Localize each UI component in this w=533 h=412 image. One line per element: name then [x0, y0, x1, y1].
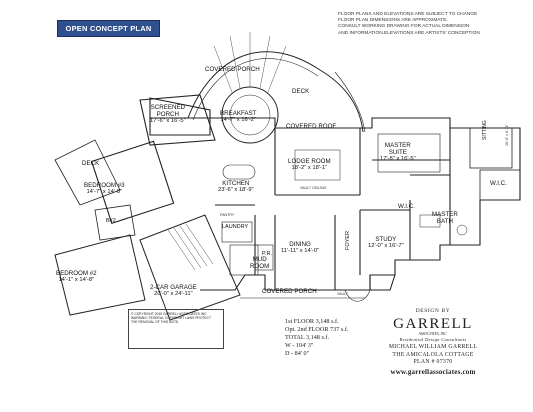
- master-suite-label: MASTER SUITE 17'-8" x 16'-5": [380, 142, 416, 163]
- vault-small-label: VAULT: [337, 292, 349, 296]
- bedroom2-name: BEDROOM #2: [56, 270, 97, 277]
- breakfast-name: BREAKFAST: [220, 110, 257, 117]
- kitchen-label: KITCHEN 23'-6" x 18'-9": [218, 180, 254, 194]
- kitchen-name: KITCHEN: [222, 180, 250, 187]
- sitting-name: SITTING: [482, 120, 488, 140]
- dining-label: DINING 11'-11" x 14'-0": [281, 241, 319, 255]
- deck-left-label: DECK: [82, 160, 100, 167]
- website-link[interactable]: www.garrellassociates.com: [390, 368, 476, 377]
- breakfast-label: BREAKFAST 14'-7" x 16'-2": [220, 110, 256, 124]
- mud-room-label: MUD ROOM: [250, 256, 269, 270]
- bedroom3-label: BEDROOM #3 14'-7" x 14'-8": [84, 182, 125, 196]
- covered-roof-label: COVERED ROOF: [286, 123, 337, 130]
- screened-porch-label: SCREENED PORCH 17'-6" x 16'-5": [150, 104, 186, 125]
- open-concept-label: OPEN CONCEPT PLAN: [65, 24, 152, 33]
- kitchen-dim: 23'-6" x 18'-9": [218, 187, 254, 193]
- sitting-label: SITTING: [482, 120, 489, 140]
- copyright-line: © COPYRIGHT 2019 GARRELL ASSOCIATES INC: [131, 312, 207, 316]
- mud-room-name: MUD: [252, 256, 267, 263]
- mud-room-name2: ROOM: [250, 263, 270, 270]
- disclaimer-line: FLOOR PLANS AND ELEVATIONS ARE SUBJECT T…: [338, 12, 478, 17]
- vault-ceiling-label: VAULT CEILING: [300, 186, 327, 190]
- garage-dim: 20'-0" x 24'-11": [154, 291, 193, 297]
- garage-label: 2-CAR GARAGE 20'-0" x 24'-11": [150, 284, 197, 298]
- logo-subtitle: ASSOCIATES, INC.: [418, 332, 448, 336]
- powder-room-label: P.R.: [262, 251, 272, 257]
- screened-porch-name: SCREENED: [150, 104, 186, 111]
- open-concept-badge: OPEN CONCEPT PLAN: [57, 20, 160, 37]
- master-bath-label: MASTER BATH: [432, 211, 458, 225]
- bedroom3-dim: 14'-7" x 14'-8": [86, 189, 123, 195]
- covered-porch-top-label: COVERED PORCH: [205, 66, 260, 73]
- copyright-line: THE REMOVAL OF THIS NOTE.: [131, 320, 180, 325]
- master-suite-dim: 17'-8" x 16'-5": [380, 156, 416, 162]
- plan-name: THE AMICALOLA COTTAGE: [392, 351, 474, 358]
- study-dim: 12'-0" x 16'-7": [368, 243, 404, 249]
- disclaimer-line: CONSULT WORKING DRAWING FOR ACTUAL DIMEN…: [338, 24, 470, 30]
- master-suite-name2: SUITE: [388, 149, 407, 156]
- residential-tagline: Residential Design Consultants: [399, 337, 467, 342]
- design-by-label: DESIGN BY: [415, 308, 451, 314]
- disclaimer-line: FLOOR PLAN DIMENSIONS ARE APPROXIMATE.: [338, 18, 448, 24]
- first-floor-sf: 1st FLOOR 3,148 s.f.: [285, 318, 339, 325]
- lodge-room-label: LODGE ROOM 18'-2" x 18'-1": [288, 158, 331, 172]
- bath2-label: B#2: [106, 218, 116, 224]
- pantry-label: PANTRY: [220, 213, 235, 217]
- study-label: STUDY 12'-0" x 16'-7": [368, 236, 404, 250]
- dining-dim: 11'-11" x 14'-0": [281, 248, 320, 254]
- opt-second-floor-sf: Opt. 2nd FLOOR 737 s.f.: [285, 325, 349, 333]
- wic-right-label: W.I.C.: [490, 180, 507, 187]
- width-dim: W - 104' 3": [285, 341, 314, 349]
- disclaimer-block: FLOOR PLANS AND ELEVATIONS ARE SUBJECT T…: [338, 12, 528, 37]
- deck-right-label: DECK: [292, 88, 310, 95]
- disclaimer-line: AND INFORMATION.ELEVATIONS ARE ARTISTS' …: [338, 30, 480, 36]
- dining-name: DINING: [289, 241, 311, 248]
- foyer-label: FOYER: [345, 231, 351, 250]
- garage-name: 2-CAR GARAGE: [150, 284, 197, 291]
- lodge-room-name: LODGE ROOM: [288, 158, 331, 165]
- wic-mid-label: W.I.C.: [398, 203, 415, 210]
- lodge-room-dim: 18'-2" x 18'-1": [291, 165, 328, 171]
- study-name: STUDY: [375, 236, 397, 243]
- designer-name: MICHAEL WILLIAM GARRELL: [388, 343, 478, 350]
- designer-block: DESIGN BY GARRELL ASSOCIATES, INC. Resid…: [358, 308, 508, 376]
- garrell-logo: GARRELL: [393, 316, 473, 332]
- plan-number: PLAN # 07370: [413, 359, 453, 366]
- master-suite-name: MASTER: [384, 142, 411, 149]
- covered-porch-bottom-label: COVERED PORCH: [262, 288, 317, 295]
- copyright-notice: © COPYRIGHT 2019 GARRELL ASSOCIATES INC …: [128, 309, 224, 349]
- laundry-label: LAUNDRY: [222, 224, 249, 230]
- sitting-dim: 16'-0" x 6'-11": [505, 124, 509, 146]
- screened-porch-dim: 17'-6" x 16'-5": [150, 118, 186, 124]
- bedroom3-name: BEDROOM #3: [84, 182, 125, 189]
- bedroom2-label: BEDROOM #2 14'-1" x 14'-8": [56, 270, 97, 284]
- total-sf: TOTAL 3,148 s.f.: [285, 333, 330, 341]
- screened-porch-name2: PORCH: [156, 111, 179, 118]
- plan-stats: 1st FLOOR 3,148 s.f. Opt. 2nd FLOOR 737 …: [285, 318, 360, 358]
- breakfast-dim: 14'-7" x 16'-2": [220, 117, 257, 123]
- master-bath-name: MASTER: [432, 211, 458, 218]
- master-bath-name2: BATH: [436, 218, 453, 225]
- depth-dim: D - 84' 0": [285, 349, 310, 357]
- bedroom2-dim: 14'-1" x 14'-8": [58, 277, 95, 283]
- copyright-line: WARNING: FEDERAL COPYRIGHT LAWS PROTECT: [131, 316, 211, 321]
